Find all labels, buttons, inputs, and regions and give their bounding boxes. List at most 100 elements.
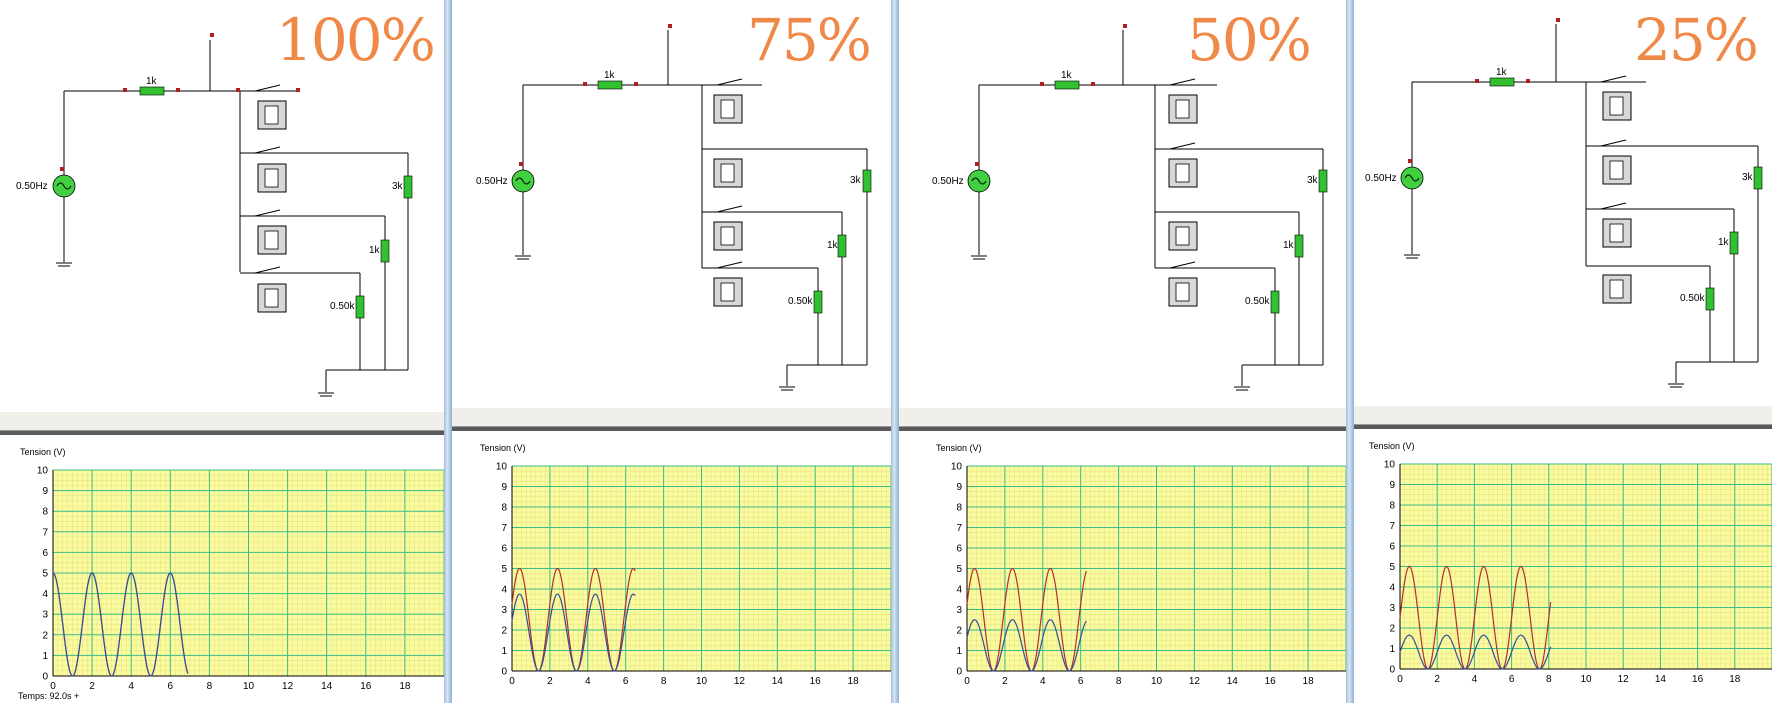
x-tick-label: 2: [1434, 674, 1440, 685]
resistor[interactable]: [1270, 290, 1280, 314]
resistor-label: 3k: [1307, 175, 1319, 186]
y-tick-label: 2: [956, 626, 962, 637]
splitter: [1354, 406, 1772, 424]
splitter[interactable]: [0, 430, 444, 435]
splitter: [899, 408, 1346, 426]
toggle-button[interactable]: [1168, 94, 1198, 307]
splitter[interactable]: [1354, 424, 1772, 429]
x-tick-label: 16: [1692, 674, 1704, 685]
x-tick-label: 0: [509, 676, 515, 687]
toggle-button[interactable]: [1602, 91, 1632, 304]
x-tick-label: 14: [772, 676, 784, 687]
switch-icon[interactable]: [1169, 78, 1196, 269]
x-tick-label: 6: [1078, 676, 1084, 687]
resistor[interactable]: [862, 169, 872, 193]
series-output-line: [966, 619, 1087, 672]
y-tick-label: 10: [37, 466, 49, 477]
y-tick-label: 9: [501, 482, 507, 493]
circuit-schematic: 1k 3k 1k 0.50k 0.50Hz: [476, 24, 872, 391]
resistor[interactable]: [403, 175, 413, 199]
splitter: [0, 412, 444, 430]
y-tick-label: 9: [956, 482, 962, 493]
y-tick-label: 7: [956, 523, 962, 534]
resistor-label: 0.50k: [788, 296, 813, 307]
y-tick-label: 2: [1389, 624, 1395, 635]
percent-label: 100%: [276, 6, 436, 74]
resistor-label: 0.50k: [330, 301, 355, 312]
x-tick-label: 6: [623, 676, 629, 687]
y-axis-title: Tension (V): [936, 443, 982, 453]
resistor-label: 1k: [1496, 67, 1508, 78]
simulation-panel-100: 100% 1k 3k 1k 0.50k 0.50Hz: [0, 0, 444, 703]
y-tick-label: 7: [1389, 521, 1395, 532]
resistor-label: 1k: [369, 245, 381, 256]
switch-icon[interactable]: [716, 78, 743, 269]
resistor[interactable]: [1729, 231, 1739, 255]
x-tick-label: 2: [89, 681, 95, 692]
series-output-line: [511, 593, 636, 672]
resistor[interactable]: [1705, 287, 1715, 311]
resistor[interactable]: [1054, 80, 1080, 90]
resistor[interactable]: [355, 295, 365, 319]
resistor[interactable]: [139, 86, 165, 96]
window-separator: [444, 0, 452, 703]
circuit-schematic: 1k 3k 1k 0.50k 0.50Hz: [932, 24, 1328, 391]
x-tick-label: 8: [661, 676, 667, 687]
y-tick-label: 9: [1389, 480, 1395, 491]
resistor[interactable]: [1753, 166, 1763, 190]
y-tick-label: 10: [496, 462, 508, 473]
resistor-label: 1k: [1283, 240, 1295, 251]
y-tick-label: 3: [1389, 603, 1395, 614]
y-tick-label: 4: [501, 585, 507, 596]
x-tick-label: 0: [964, 676, 970, 687]
y-tick-label: 0: [42, 672, 48, 683]
y-tick-label: 10: [951, 462, 963, 473]
series-output-line: [52, 572, 189, 677]
x-tick-label: 12: [1189, 676, 1201, 687]
splitter[interactable]: [899, 426, 1346, 431]
x-tick-label: 10: [696, 676, 708, 687]
y-tick-label: 0: [956, 667, 962, 678]
x-tick-label: 2: [547, 676, 553, 687]
resistor-label: 3k: [1742, 172, 1754, 183]
resistor[interactable]: [1489, 77, 1515, 87]
splitter: [452, 408, 891, 426]
x-tick-label: 18: [848, 676, 860, 687]
y-tick-label: 1: [42, 651, 48, 662]
simulation-panel-75: 75% 1k 3k 1k 0.50k 0.50Hz: [452, 0, 891, 703]
y-tick-label: 4: [42, 589, 48, 600]
resistor[interactable]: [813, 290, 823, 314]
y-tick-label: 1: [956, 646, 962, 657]
status-time: Temps: 92.0s +: [18, 691, 80, 701]
source-label: 0.50Hz: [476, 176, 508, 187]
y-tick-label: 8: [1389, 501, 1395, 512]
y-tick-label: 8: [42, 507, 48, 518]
resistor[interactable]: [1294, 234, 1304, 258]
x-tick-label: 4: [1472, 674, 1478, 685]
switch-icon[interactable]: [254, 84, 281, 274]
resistor[interactable]: [1318, 169, 1328, 193]
percent-label: 50%: [1187, 6, 1312, 74]
y-axis-title: Tension (V): [1369, 441, 1415, 451]
y-tick-label: 4: [1389, 583, 1395, 594]
toggle-button[interactable]: [713, 94, 743, 307]
x-tick-label: 16: [810, 676, 822, 687]
resistor[interactable]: [380, 239, 390, 263]
x-tick-label: 18: [1729, 674, 1741, 685]
resistor[interactable]: [837, 234, 847, 258]
circuit-schematic: 1k 3k 1k 0.50k 0.50Hz: [16, 33, 413, 397]
splitter[interactable]: [452, 426, 891, 431]
y-tick-label: 7: [42, 527, 48, 538]
simulation-panel-50: 50% 1k 3k 1k 0.50k 0.50Hz: [899, 0, 1346, 703]
x-tick-label: 10: [1151, 676, 1163, 687]
y-tick-label: 5: [956, 564, 962, 575]
y-tick-label: 3: [501, 605, 507, 616]
resistor[interactable]: [597, 80, 623, 90]
y-tick-label: 9: [42, 486, 48, 497]
percent-label: 25%: [1634, 6, 1759, 74]
resistor-label: 3k: [392, 181, 404, 192]
switch-icon[interactable]: [1600, 75, 1627, 267]
toggle-button[interactable]: [257, 100, 287, 313]
